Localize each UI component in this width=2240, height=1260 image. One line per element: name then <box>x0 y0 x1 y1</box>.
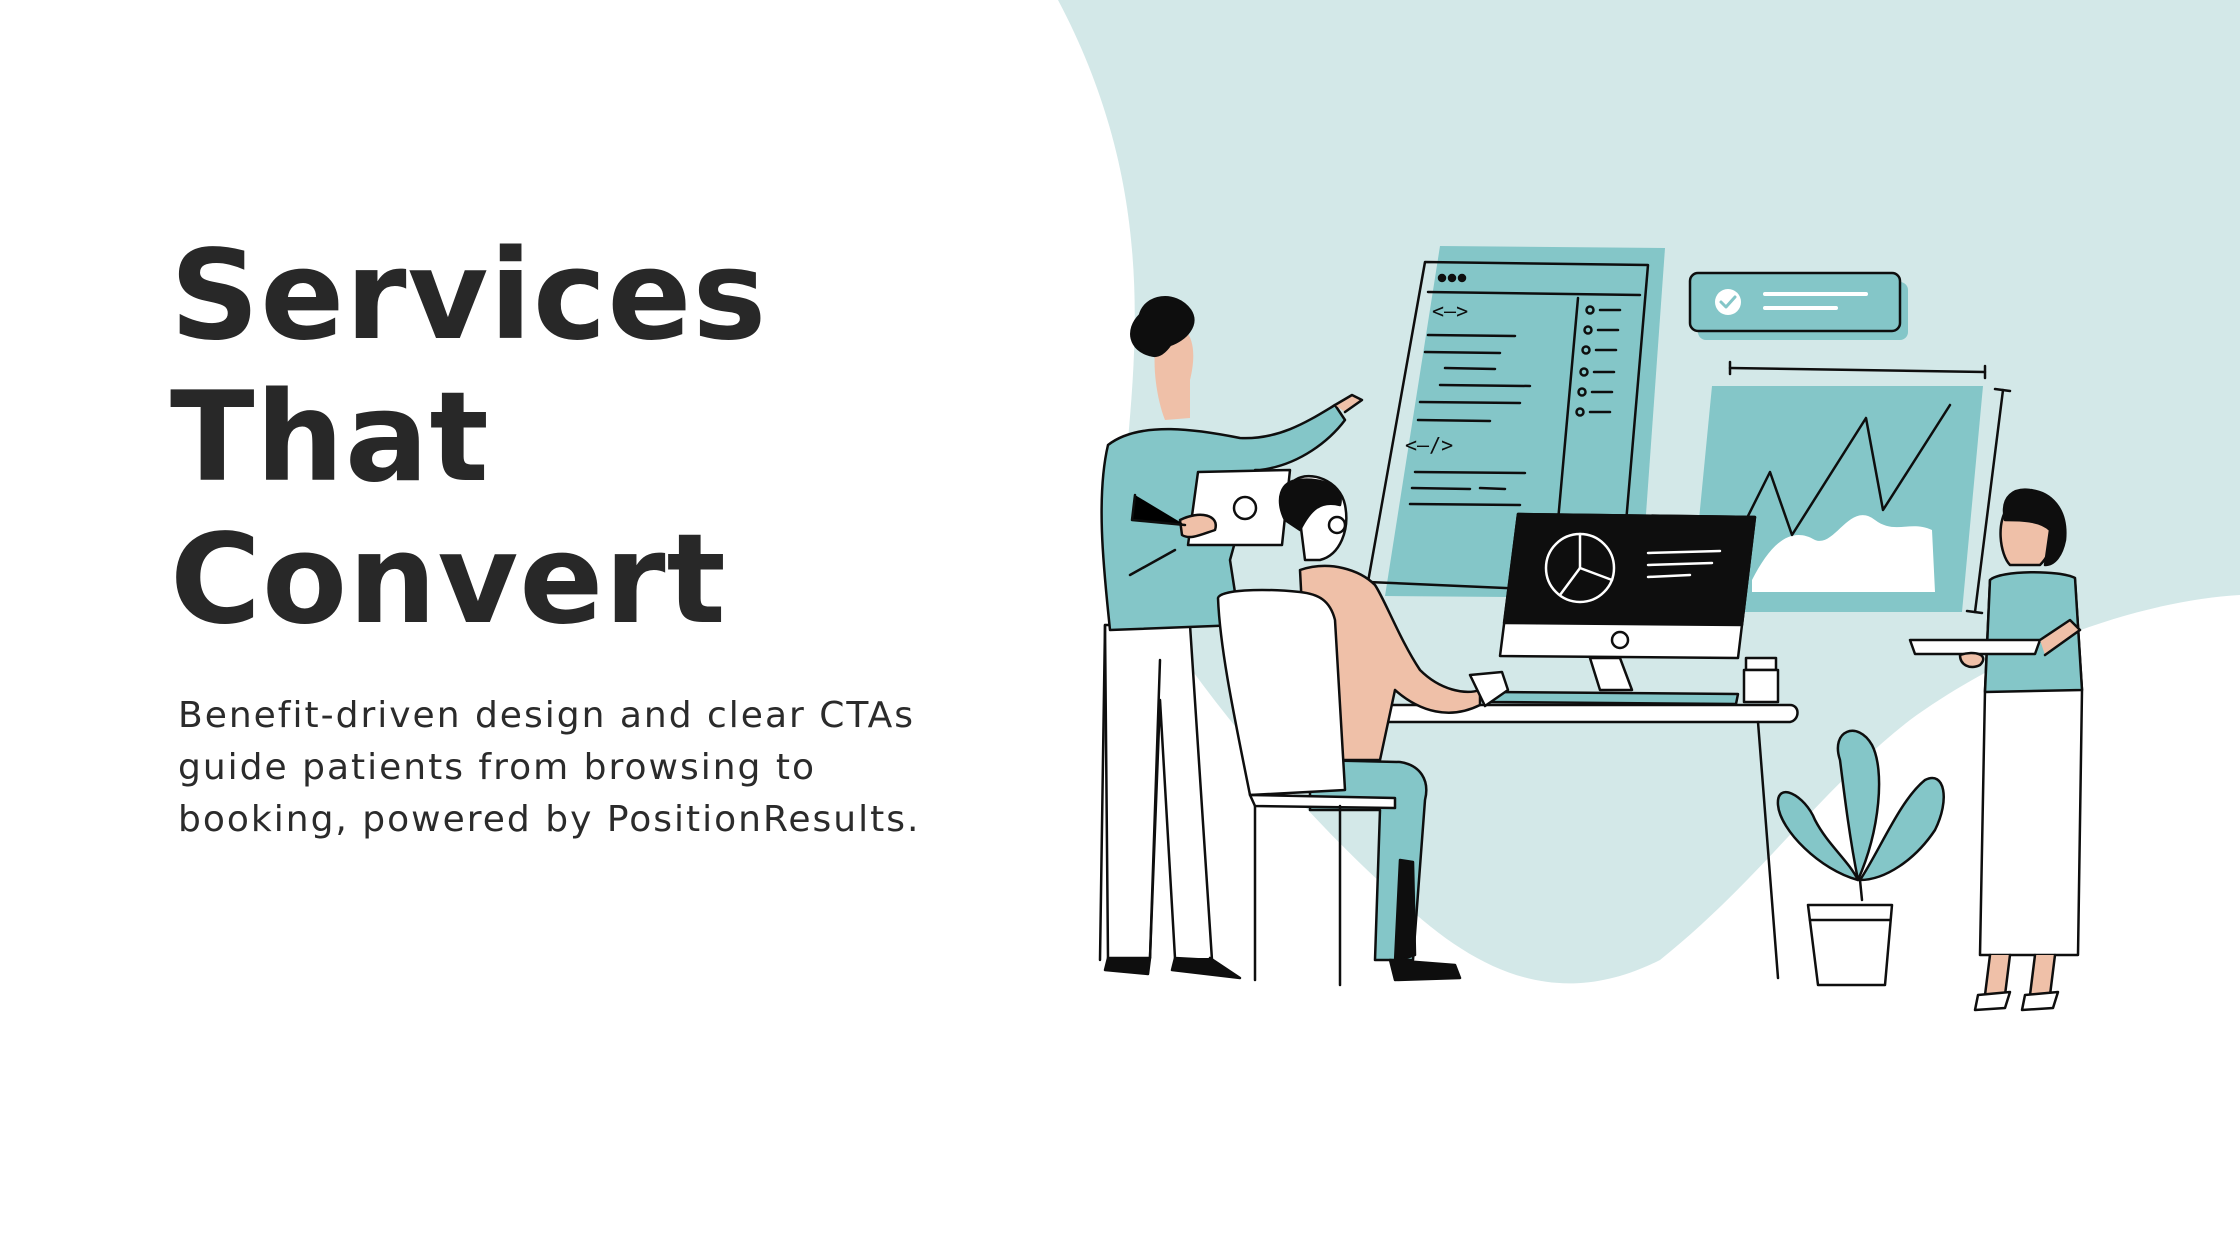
line-chart-icon <box>1690 360 2012 615</box>
team-illustration: <—> <—/> <box>1098 246 2084 1012</box>
body-text: Benefit-driven design and clear CTAs gui… <box>178 695 921 840</box>
headline-line-1: Services <box>170 224 768 368</box>
potted-plant <box>1776 729 1945 987</box>
code-open-tag: <—> <box>1432 299 1468 323</box>
man-with-tablet <box>1098 296 1364 980</box>
code-panel: <—> <—/> <box>1366 246 1665 598</box>
seated-developer <box>1216 474 1510 987</box>
headline-line-2: That <box>170 366 490 510</box>
notification-card <box>1688 271 1908 340</box>
desktop-monitor <box>1498 512 1757 692</box>
code-close-tag: <—/> <box>1405 433 1453 457</box>
page-title: Services That Convert <box>170 225 1070 651</box>
woman-with-laptop <box>1908 488 2084 1012</box>
headline-line-3: Convert <box>170 508 727 652</box>
check-icon <box>1715 289 1741 315</box>
pie-chart-icon <box>1544 532 1616 604</box>
